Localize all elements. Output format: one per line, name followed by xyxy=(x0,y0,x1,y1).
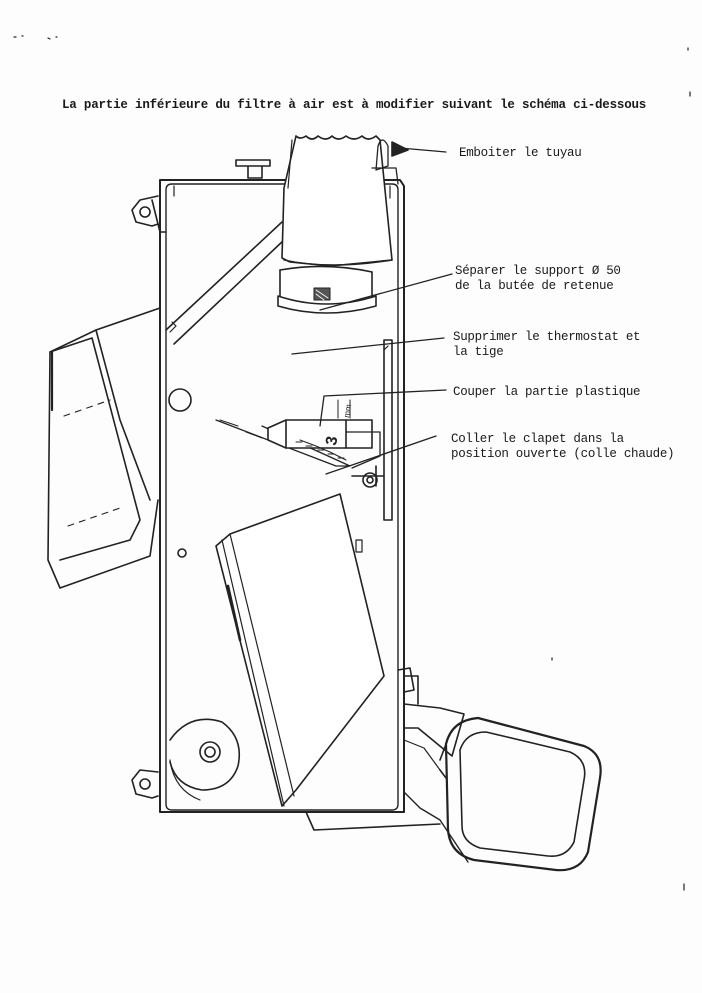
top-clip xyxy=(235,159,271,179)
leader-emboiter xyxy=(399,147,447,153)
bottom-fitting xyxy=(169,718,241,801)
round-hole-upper xyxy=(168,388,192,412)
label-separer: Séparer le support Ø 50 de la butée de r… xyxy=(455,264,621,294)
label-separer-line-2: de la butée de retenue xyxy=(455,279,614,293)
flap-valve xyxy=(215,399,385,488)
label-supprimer: Supprimer le thermostat et la tige xyxy=(453,330,641,360)
diagonal-rib xyxy=(165,221,285,345)
dimension-value: 3 xyxy=(323,435,341,447)
label-separer-line-1: Séparer le support Ø 50 xyxy=(455,264,621,278)
arrowhead-emboiter xyxy=(391,141,409,157)
label-supprimer-line-1: Supprimer le thermostat et xyxy=(453,330,641,344)
left-housing xyxy=(47,307,161,589)
leader-couper xyxy=(319,389,447,427)
leader-supprimer xyxy=(291,337,445,355)
label-couper: Couper la partie plastique xyxy=(453,385,641,400)
label-coller-line-2: position ouverte (colle chaude) xyxy=(451,447,675,461)
outlet-frame xyxy=(305,667,602,872)
label-couper-line-1: Couper la partie plastique xyxy=(453,385,641,399)
label-supprimer-line-2: la tige xyxy=(453,345,504,359)
dimension-unit: mm xyxy=(342,403,353,418)
filter-cartridge xyxy=(215,493,385,807)
intake-tube xyxy=(281,135,399,267)
mounting-ear-bottom xyxy=(131,769,159,799)
label-emboiter-line-1: Emboiter le tuyau xyxy=(459,146,582,160)
leader-separer xyxy=(319,273,453,311)
leader-coller xyxy=(325,435,437,475)
label-emboiter: Emboiter le tuyau xyxy=(459,146,582,161)
support-cylinder xyxy=(277,265,377,314)
scan-marks xyxy=(13,35,58,40)
scan-marks-right xyxy=(551,47,691,891)
label-coller: Coller le clapet dans la position ouvert… xyxy=(451,432,675,462)
right-rail xyxy=(383,339,393,521)
round-hole-small xyxy=(177,548,187,558)
page-title: La partie inférieure du filtre à air est… xyxy=(62,98,647,112)
label-coller-line-1: Coller le clapet dans la xyxy=(451,432,624,446)
